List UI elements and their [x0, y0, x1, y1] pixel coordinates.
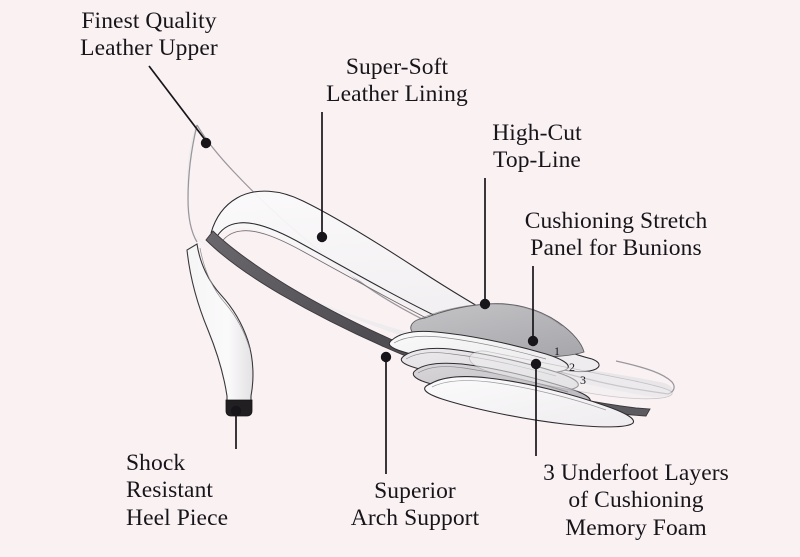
- toe-overlay-shape: [469, 350, 673, 400]
- annotation-leaders: [148, 65, 537, 474]
- dot-leather-upper: [200, 137, 212, 149]
- sole-edge-shape: [205, 230, 651, 417]
- dot-memory-foam: [530, 358, 542, 370]
- dot-arch-support: [380, 351, 392, 363]
- outsole-plate-shape: [424, 376, 635, 428]
- dot-top-line: [479, 298, 491, 310]
- dot-leather-lining: [316, 231, 328, 243]
- annotation-dots: [200, 137, 542, 417]
- dot-heel-piece: [230, 405, 242, 417]
- dot-stretch-panel: [527, 335, 539, 347]
- leader-leather-upper: [148, 65, 207, 142]
